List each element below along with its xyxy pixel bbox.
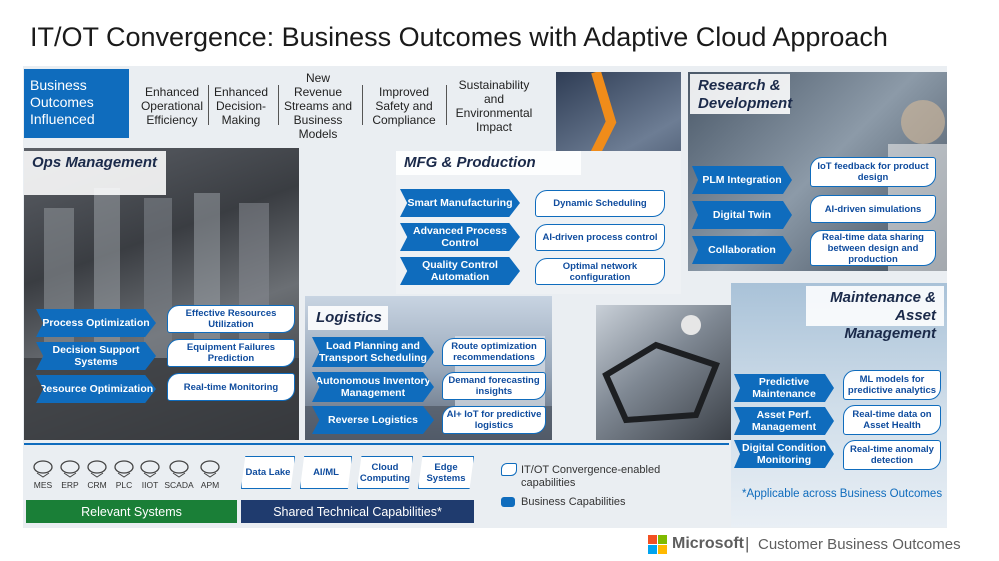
maint-photo (596, 305, 732, 440)
ops-capability-resource: Resource Optimization (36, 375, 156, 403)
tech-cloud: Cloud Computing (357, 456, 413, 489)
maint-label: Maintenance & Asset Management (806, 286, 944, 342)
maint-enabled-asset-health: Real-time data on Asset Health (843, 405, 941, 435)
logistics-capability-load: Load Planning and Transport Scheduling (312, 337, 434, 367)
outcome-divider (362, 85, 363, 125)
cloud-network-icon (32, 458, 54, 483)
shared-tech-bar: Shared Technical Capabilities* (241, 500, 474, 523)
system-label-scada: SCADA (164, 480, 194, 490)
ops-capability-decision: Decision Support Systems (36, 342, 156, 370)
footer-brand: Microsoft (672, 535, 744, 552)
cloud-network-icon (199, 458, 221, 483)
maint-capability-condition: Digital Condition Monitoring (734, 440, 834, 468)
maint-enabled-ml-models: ML models for predictive analytics (843, 370, 941, 400)
ops-enabled-failures: Equipment Failures Prediction (167, 339, 295, 367)
rnd-capability-collab: Collaboration (692, 236, 792, 264)
rnd-enabled-data-sharing: Real-time data sharing between design an… (810, 230, 936, 266)
logistics-label: Logistics (308, 306, 388, 330)
cloud-network-icon (113, 458, 135, 483)
outcome-revenue: New Revenue Streams and Business Models (283, 71, 353, 141)
outcome-efficiency: Enhanced Operational Efficiency (140, 85, 204, 127)
page-title: IT/OT Convergence: Business Outcomes wit… (30, 22, 888, 52)
footer-tagline: Customer Business Outcomes (758, 536, 961, 553)
rnd-capability-plm: PLM Integration (692, 166, 792, 194)
mfg-capability-apc: Advanced Process Control (400, 223, 520, 251)
rnd-enabled-iot-feedback: IoT feedback for product design (810, 157, 936, 187)
ops-enabled-resources: Effective Resources Utilization (167, 305, 295, 333)
system-label-mes: MES (33, 480, 53, 490)
system-label-apm: APM (200, 480, 220, 490)
logistics-capability-inventory: Autonomous Inventory Management (312, 372, 434, 402)
rnd-capability-twin: Digital Twin (692, 201, 792, 229)
ops-capability-process: Process Optimization (36, 309, 156, 337)
rnd-label: Research & Development (690, 74, 792, 114)
cloud-network-icon (59, 458, 81, 483)
cloud-network-icon (86, 458, 108, 483)
mfg-enabled-ai-control: AI-driven process control (535, 224, 665, 251)
ops-label: Ops Management (24, 151, 166, 195)
logistics-enabled-demand: Demand forecasting insights (442, 372, 546, 400)
tech-ai-ml: AI/ML (300, 456, 352, 489)
outcome-divider (208, 85, 209, 125)
ops-photo (24, 148, 299, 440)
microsoft-logo-icon (648, 535, 668, 560)
vehicle-frame-graphic (602, 315, 720, 424)
outcome-divider (278, 85, 279, 125)
mfg-capability-smart: Smart Manufacturing (400, 189, 520, 217)
cloud-network-icon (168, 458, 190, 483)
system-label-erp: ERP (61, 480, 79, 490)
outcome-sustainability: Sustainability and Environmental Impact (455, 78, 533, 134)
legend-business-text: Business Capabilities (521, 496, 626, 508)
system-label-iiot: IIOT (141, 480, 159, 490)
mfg-capability-quality: Quality Control Automation (400, 257, 520, 285)
rnd-enabled-simulations: AI-driven simulations (810, 195, 936, 223)
tech-data-lake: Data Lake (241, 456, 295, 489)
outcome-decision: Enhanced Decision-Making (213, 85, 269, 127)
logistics-enabled-route: Route optimization recommendations (442, 338, 546, 366)
mfg-enabled-scheduling: Dynamic Scheduling (535, 190, 665, 217)
mfg-label: MFG & Production (396, 151, 581, 175)
maint-capability-asset-perf: Asset Perf. Management (734, 407, 834, 435)
cloud-network-icon (139, 458, 161, 483)
applicable-note: *Applicable across Business Outcomes (742, 488, 943, 500)
outcome-divider (446, 85, 447, 125)
outcome-safety: Improved Safety and Compliance (372, 85, 436, 127)
tech-edge: Edge Systems (418, 456, 474, 489)
legend-enabled-text: IT/OT Convergence-enabled capabilities (521, 464, 661, 489)
relevant-systems-bar: Relevant Systems (26, 500, 237, 523)
maint-enabled-anomaly: Real-time anomaly detection (843, 440, 941, 470)
footer-divider: | (745, 534, 750, 553)
outcomes-header: Business Outcomes Influenced (24, 69, 129, 138)
maint-capability-predictive: Predictive Maintenance (734, 374, 834, 402)
mfg-enabled-network: Optimal network configuration (535, 258, 665, 285)
system-label-plc: PLC (115, 480, 133, 490)
logistics-enabled-ai-iot: AI+ IoT for predictive logistics (442, 406, 546, 434)
legend-business-swatch (501, 497, 515, 507)
logistics-capability-reverse: Reverse Logistics (312, 406, 434, 434)
bottom-divider (24, 443, 729, 445)
system-label-crm: CRM (87, 480, 107, 490)
legend-enabled-swatch (501, 463, 517, 476)
ops-enabled-monitoring: Real-time Monitoring (167, 373, 295, 401)
